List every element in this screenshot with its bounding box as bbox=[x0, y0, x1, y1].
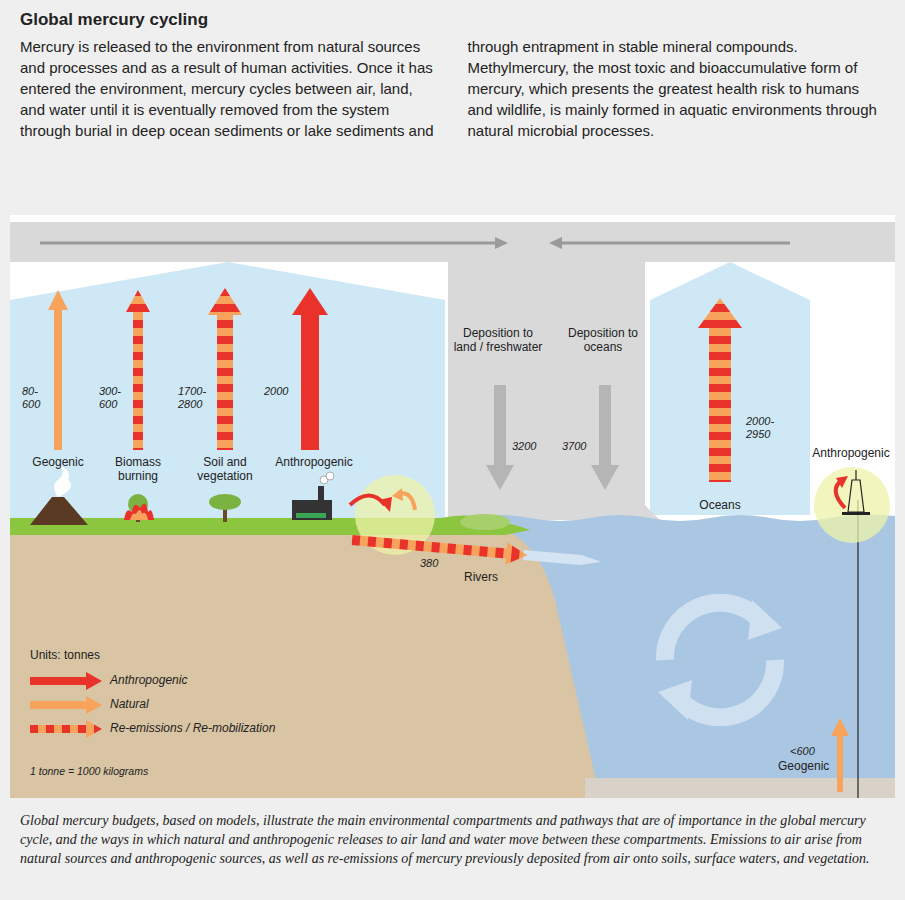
flux-value: 380 bbox=[420, 557, 454, 570]
source-label: Biomass burning bbox=[106, 455, 170, 484]
flux-value: 3700 bbox=[562, 440, 596, 453]
legend-swatch bbox=[30, 720, 102, 738]
flux-value: 3200 bbox=[512, 440, 546, 453]
legend-text: Re-emissions / Re-mobilization bbox=[110, 721, 275, 735]
units-note: 1 tonne = 1000 kilograms bbox=[30, 765, 280, 778]
intro-text: Mercury is released to the environment f… bbox=[20, 36, 885, 141]
source-label: Anthropogenic bbox=[266, 455, 362, 469]
flux-value: 80- 600 bbox=[22, 385, 52, 411]
source-label: Soil and vegetation bbox=[188, 455, 262, 484]
source-label: Geogenic bbox=[23, 455, 93, 469]
flux-value: 2000 bbox=[264, 385, 298, 398]
legend-swatch bbox=[30, 672, 102, 690]
deposition-label: Deposition to land / freshwater bbox=[452, 326, 544, 355]
legend-text: Anthropogenic bbox=[110, 673, 187, 687]
source-label: Oceans bbox=[680, 498, 760, 512]
caption: Global mercury budgets, based on models,… bbox=[20, 812, 885, 869]
flux-value: <600 bbox=[790, 745, 824, 758]
legend-text: Natural bbox=[110, 697, 149, 711]
source-label: Geogenic bbox=[778, 759, 834, 773]
source-label: Anthropogenic bbox=[808, 446, 894, 460]
deposition-label: Deposition to oceans bbox=[558, 326, 648, 355]
units-note: Units: tonnes bbox=[30, 648, 230, 662]
rivers-label: Rivers bbox=[464, 570, 524, 584]
flux-value: 300- 600 bbox=[99, 385, 131, 411]
flux-value: 1700- 2800 bbox=[178, 385, 214, 411]
legend-swatch bbox=[30, 696, 102, 714]
title: Global mercury cycling bbox=[20, 10, 208, 30]
flux-value: 2000- 2950 bbox=[746, 415, 786, 441]
